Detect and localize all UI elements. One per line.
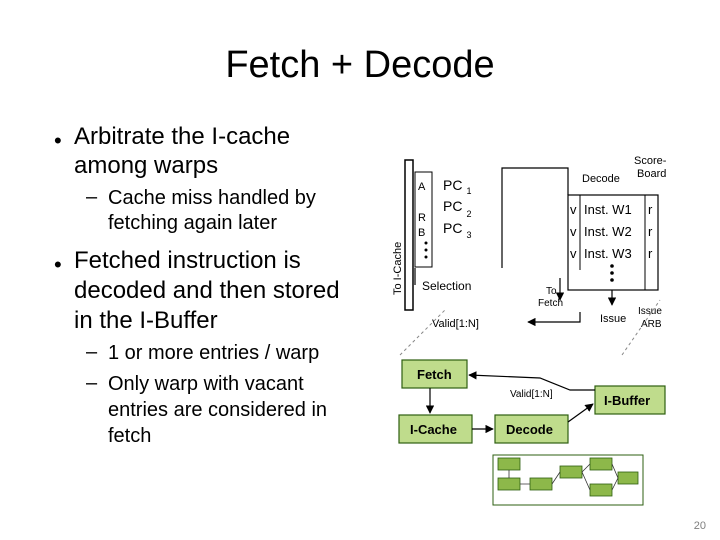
decode-feedback-line	[501, 167, 569, 268]
bullet-2-dot: •	[54, 252, 62, 277]
page-number: 20	[693, 520, 706, 532]
thumb-block-5	[589, 457, 613, 471]
thumb-block-6	[589, 483, 613, 497]
slide-title: Fetch + Decode	[225, 44, 495, 86]
ibuffer-ready-1: r	[648, 202, 653, 217]
zoom-dashed-line-left	[399, 309, 446, 356]
decode-block-label: Decode	[506, 422, 553, 437]
arb-panel	[414, 171, 433, 268]
valid-label-1: Valid[1:N]	[432, 318, 479, 330]
issue-arb-label-line1: Issue	[638, 306, 662, 317]
thumb-block-3	[529, 477, 553, 491]
thumb-block-2	[497, 477, 521, 491]
arb-letter-b: B	[418, 227, 425, 239]
arb-letter-r: R	[418, 212, 426, 224]
thumb-block-1	[497, 457, 521, 471]
icache-block	[398, 414, 473, 444]
ibuffer-ready-2: r	[648, 224, 653, 239]
arb-letter-a: A	[418, 181, 426, 193]
fetch-block	[401, 359, 468, 389]
sub-bullet-3-line3: fetch	[108, 425, 152, 447]
bullet-1-line1: Arbitrate the I-cache	[74, 123, 291, 150]
valid-label-2: Valid[1:N]	[510, 389, 553, 400]
ibuffer-ellipsis-dot-3	[610, 278, 614, 282]
ibuffer-ellipsis-dot-2	[610, 271, 614, 275]
ibuffer-ellipsis-dot-1	[610, 264, 614, 268]
ibuffer-inst-1: Inst. W1	[584, 202, 632, 217]
pc-ellipsis-dot-2	[424, 248, 428, 252]
sub-bullet-1-dash: –	[86, 186, 98, 208]
fetch-block-label: Fetch	[417, 367, 452, 382]
sub-bullet-1-line2: fetching again later	[108, 212, 278, 234]
bullet-2-line1: Fetched instruction is	[74, 247, 301, 274]
ibuffer-block	[594, 385, 666, 415]
scoreboard-header-line1: Score-	[634, 155, 667, 167]
sub-bullet-1-line1: Cache miss handled by	[108, 187, 316, 209]
sub-bullet-3-line1: Only warp with vacant	[108, 373, 304, 395]
ibuffer-inst-2: Inst. W2	[584, 224, 632, 239]
bullet-2-line2: decoded and then stored	[74, 277, 340, 304]
thumb-connectors	[508, 463, 619, 491]
pc-ellipsis-dot-3	[424, 255, 428, 259]
sub-bullet-2-dash: –	[86, 341, 98, 363]
zoom-dashed-line-right	[621, 299, 661, 356]
thumb-block-4	[559, 465, 583, 479]
decode-to-ibuffer-arrow	[567, 403, 594, 423]
selection-label: Selection	[422, 279, 471, 293]
bullet-2-line3: in the I-Buffer	[74, 307, 218, 334]
ibuffer-valid-3: v	[570, 246, 577, 261]
issue-label: Issue	[600, 313, 626, 325]
bullet-1-dot: •	[54, 128, 62, 153]
sub-bullet-2: 1 or more entries / warp	[108, 342, 320, 364]
ibuffer-block-label: I-Buffer	[604, 393, 650, 408]
sub-bullet-3-line2: entries are considered in	[108, 399, 328, 421]
scoreboard-header-line2: Board	[637, 168, 666, 180]
icache-block-label: I-Cache	[410, 422, 457, 437]
pc-ellipsis-dot-1	[424, 241, 428, 245]
to-icache-bar	[404, 159, 414, 311]
decode-block	[494, 414, 569, 444]
ibuffer-inst-3: Inst. W3	[584, 246, 632, 261]
sub-bullet-3-dash: –	[86, 372, 98, 394]
thumb-block-7	[617, 471, 639, 485]
to-icache-label: To I-Cache	[392, 242, 404, 295]
bullet-1-line2: among warps	[74, 152, 219, 179]
to-fetch-label-line2: Fetch	[538, 298, 563, 309]
ibuffer-valid-1: v	[570, 202, 577, 217]
valid-to-selection-arrow	[527, 312, 581, 327]
ibuffer-to-fetch-arrow	[468, 371, 595, 391]
ibuffer-valid-2: v	[570, 224, 577, 239]
decode-header: Decode	[582, 173, 620, 185]
ibuffer-ready-3: r	[648, 246, 653, 261]
to-fetch-label-line1: To	[546, 286, 557, 297]
issue-arb-label-line2: ARB	[641, 319, 662, 330]
